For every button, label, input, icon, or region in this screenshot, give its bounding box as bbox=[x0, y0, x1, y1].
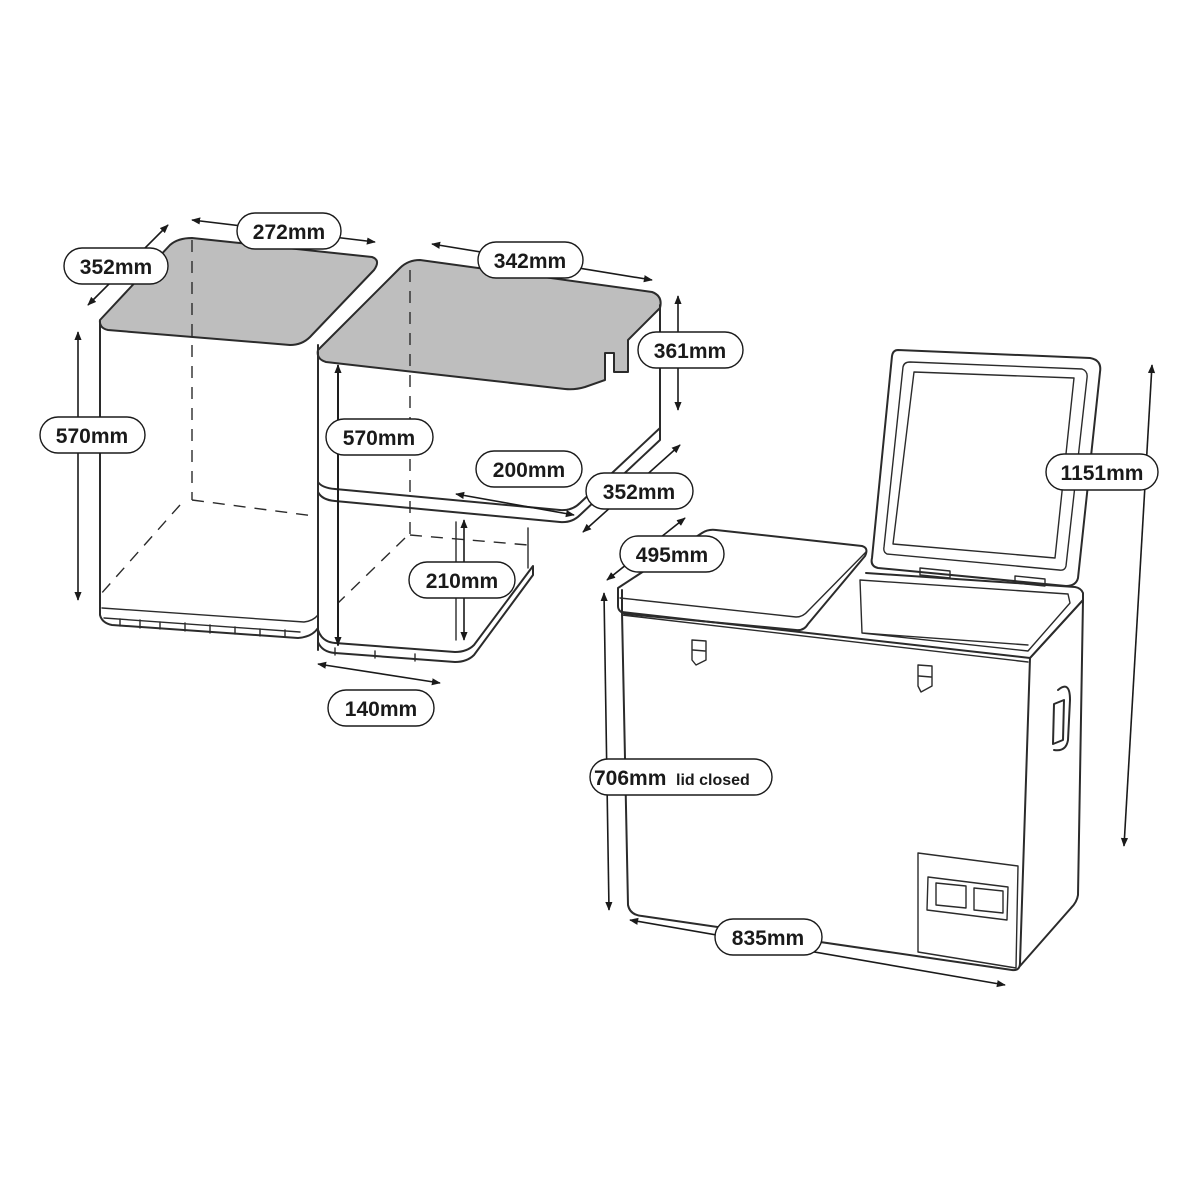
svg-text:210mm: 210mm bbox=[426, 570, 498, 593]
svg-text:361mm: 361mm bbox=[654, 340, 726, 363]
svg-text:352mm: 352mm bbox=[80, 256, 152, 279]
left-compartment-base-rim bbox=[101, 607, 319, 633]
svg-text:272mm: 272mm bbox=[253, 221, 325, 244]
fridge-lid-inner bbox=[883, 361, 1088, 571]
dim-line-200mm bbox=[455, 491, 575, 518]
dim-label-200mm: 200mm bbox=[475, 450, 583, 488]
dim-line-706mm bbox=[600, 592, 613, 911]
fridge-small-lid-rim bbox=[619, 551, 867, 618]
svg-text:342mm: 342mm bbox=[494, 250, 566, 273]
right-compartment-upper-band bbox=[317, 427, 661, 524]
svg-text:570mm: 570mm bbox=[343, 427, 415, 450]
left-compartment-hidden-edges bbox=[99, 240, 315, 596]
dim-label-835mm: 835mm bbox=[714, 918, 823, 956]
fridge-drawing bbox=[617, 349, 1102, 972]
left-compartment-visible-edges bbox=[99, 321, 319, 606]
svg-text:835mm: 835mm bbox=[732, 927, 804, 950]
dim-label-570mm-right: 570mm bbox=[325, 418, 434, 456]
right-compartment-top-face bbox=[316, 259, 662, 391]
dim-label-140mm: 140mm bbox=[327, 689, 435, 727]
left-compartment-drawing bbox=[98, 237, 378, 639]
left-compartment-base-ribs bbox=[119, 618, 286, 638]
dim-label-570mm-left: 570mm bbox=[39, 416, 146, 454]
left-compartment-base bbox=[99, 602, 319, 639]
svg-text:140mm: 140mm bbox=[345, 698, 417, 721]
dim-label-706mm-note: lid closed bbox=[676, 772, 750, 789]
dim-label-272mm: 272mm bbox=[236, 212, 342, 250]
dim-line-835mm bbox=[629, 917, 1006, 988]
fridge-side-handle bbox=[1052, 685, 1071, 752]
right-compartment-hidden-edges bbox=[337, 270, 529, 604]
dim-label-210mm: 210mm bbox=[408, 561, 516, 599]
right-compartment-drawing bbox=[316, 259, 662, 663]
dim-label-1151mm: 1151mm bbox=[1045, 453, 1159, 491]
fridge-latches bbox=[691, 639, 933, 693]
fridge-body-side bbox=[1019, 599, 1084, 967]
dimension-labels: 272mm 352mm 570mm 342mm 361mm 570mm 200m… bbox=[39, 212, 1159, 956]
fridge-lid-panel bbox=[892, 371, 1075, 559]
fridge-opening bbox=[859, 579, 1071, 652]
dim-label-352mm-right: 352mm bbox=[585, 472, 694, 510]
fridge-small-lid bbox=[617, 528, 868, 632]
svg-text:352mm: 352mm bbox=[603, 481, 675, 504]
svg-text:570mm: 570mm bbox=[56, 425, 128, 448]
right-compartment-lower-base bbox=[317, 565, 534, 663]
dim-label-342mm: 342mm bbox=[477, 241, 584, 279]
svg-text:1151mm: 1151mm bbox=[1061, 462, 1144, 485]
fridge-front-seam bbox=[621, 614, 1029, 663]
dim-line-1151mm bbox=[1120, 364, 1156, 847]
dim-label-352mm-left: 352mm bbox=[63, 247, 169, 285]
dim-line-140mm bbox=[317, 661, 441, 686]
dim-label-706mm-lid-closed: 706mm lid closed bbox=[589, 758, 773, 796]
svg-text:200mm: 200mm bbox=[493, 459, 565, 482]
left-compartment-top-face bbox=[98, 237, 378, 346]
right-compartment-base-ribs bbox=[334, 647, 416, 662]
fridge-top-rim bbox=[621, 572, 1084, 659]
fridge-control-panel bbox=[917, 852, 1019, 969]
svg-text:495mm: 495mm bbox=[636, 544, 708, 567]
dim-label-495mm: 495mm bbox=[619, 535, 725, 573]
dim-label-706mm-value: 706mm bbox=[594, 767, 666, 790]
dim-label-361mm: 361mm bbox=[637, 331, 744, 369]
